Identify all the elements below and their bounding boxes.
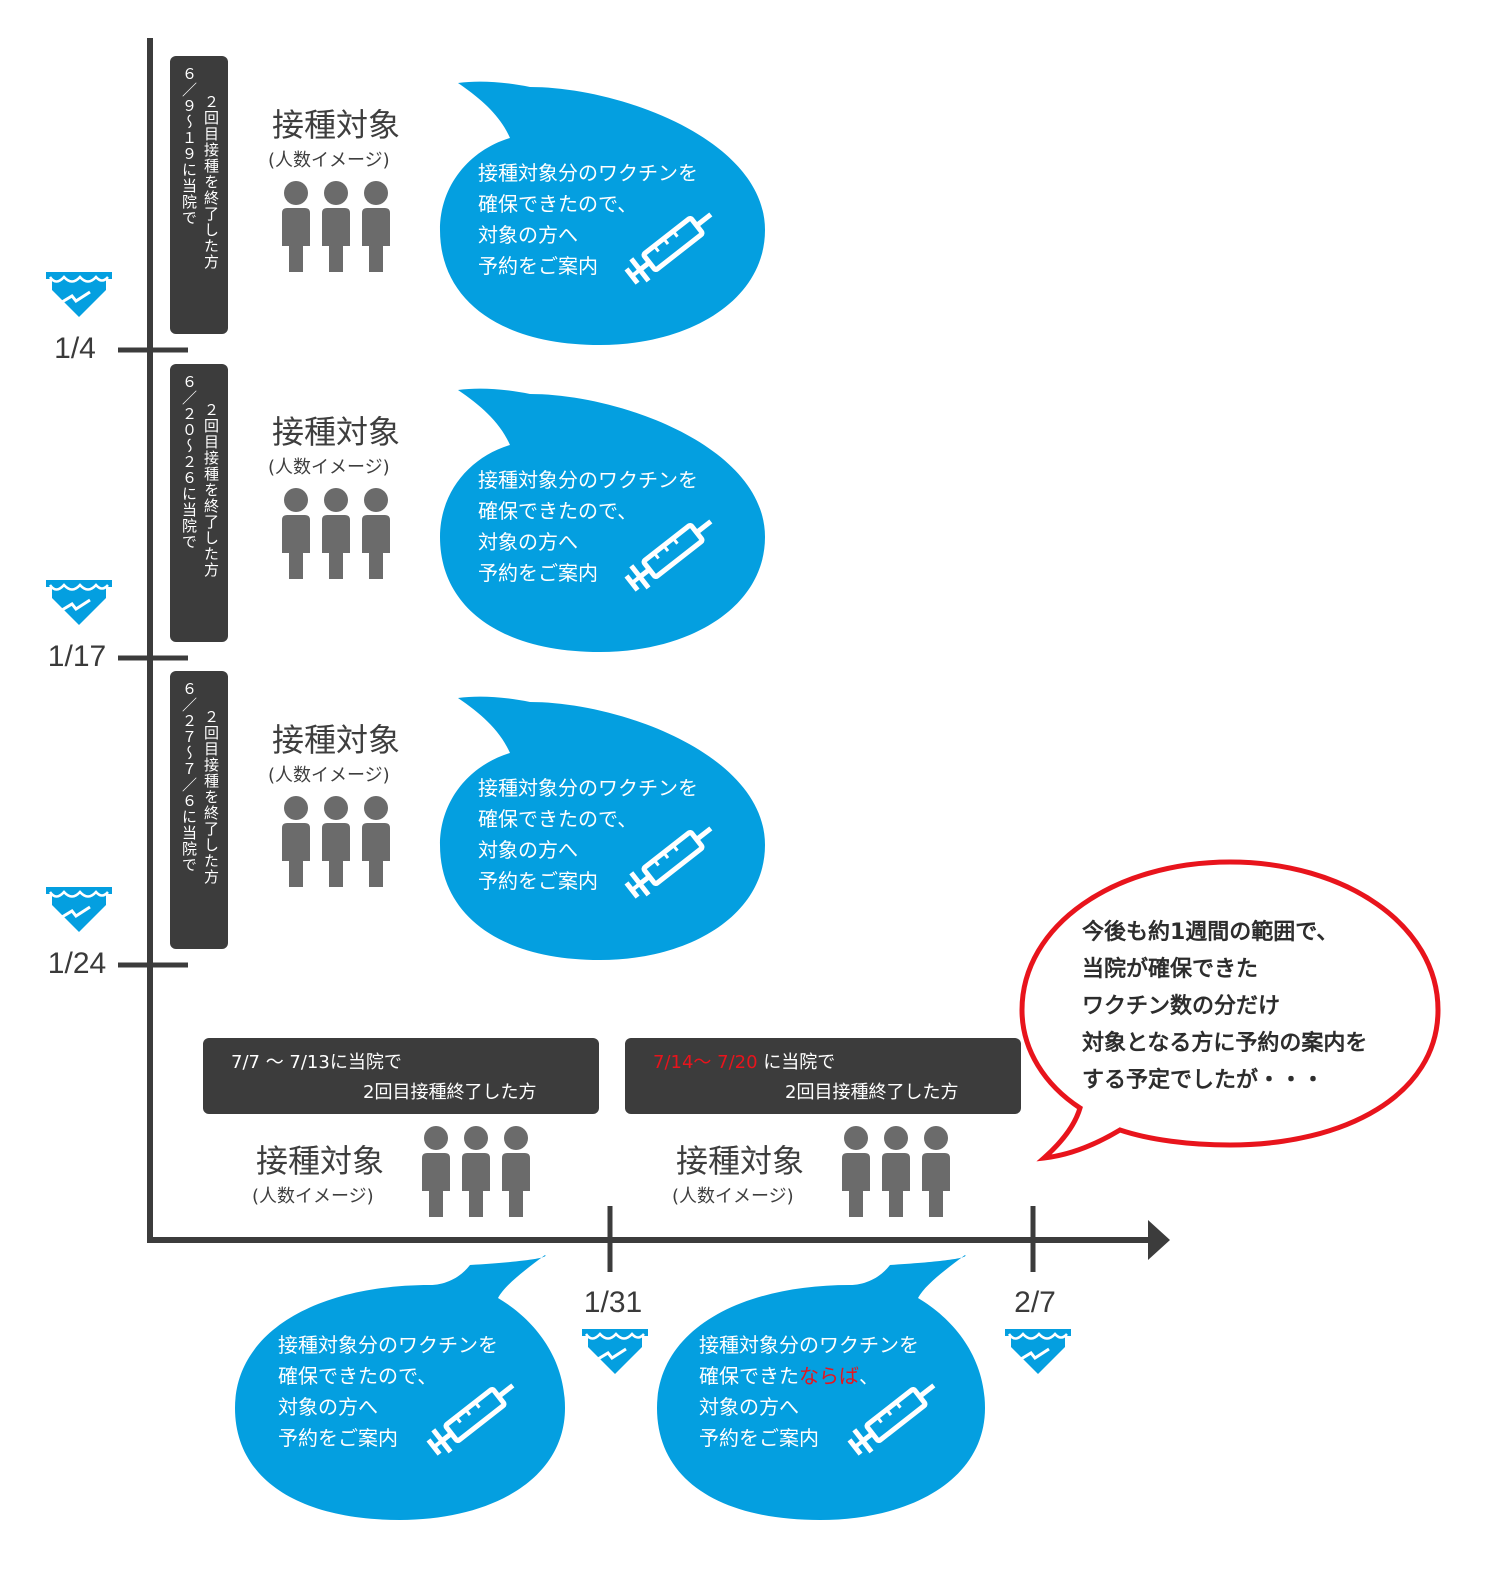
group-label-line-2: 2回目接種終了した方 [363,1082,537,1103]
target-subtitle: (人数イメージ) [268,150,390,171]
bubble-text-2: 接種対象分のワクチンを 確保できたので、 対象の方へ 予約をご案内 [478,468,698,585]
date-label-1-31: 1/31 [583,1286,643,1319]
group-label-line-2: ６／２７～７／６に当院で [180,681,198,873]
date-label-1-24: 1/24 [47,947,107,980]
group-label-line-1: ２回目接種を終了した方 [202,709,220,885]
group-label-line-1: 7/14～ 7/20 に当院で [653,1052,836,1073]
box-stamp-icon [44,885,114,934]
target-title: 接種対象 [256,1142,385,1180]
people-group-5 [842,1126,950,1217]
target-title: 接種対象 [272,106,401,144]
target-subtitle: (人数イメージ) [672,1186,794,1207]
group-label-box-1: ２回目接種を終了した方 ６／９～１９に当院で [170,56,228,334]
person-icon [282,796,310,887]
bubble-text-5: 接種対象分のワクチンを 確保できたならば、 対象の方へ 予約をご案内 [699,1333,919,1450]
box-stamp-icon [44,578,114,627]
box-stamp-icon [44,270,114,319]
person-icon [322,796,350,887]
group-label-line-1: ２回目接種を終了した方 [202,94,220,270]
people-group-4 [422,1126,530,1217]
person-icon [362,488,390,579]
people-group-2 [282,488,390,579]
person-icon [882,1126,910,1217]
box-stamp-icon [1003,1327,1073,1376]
speech-bubble-4 [235,1255,565,1520]
person-icon [842,1126,870,1217]
target-subtitle: (人数イメージ) [268,457,390,478]
person-icon [362,181,390,272]
target-title: 接種対象 [676,1142,805,1180]
target-title: 接種対象 [272,413,401,451]
date-label-1-4: 1/4 [54,332,96,365]
group-label-box-3: ２回目接種を終了した方 ６／２７～７／６に当院で [170,671,228,949]
group-label-line-1: ２回目接種を終了した方 [202,402,220,578]
people-group-1 [282,181,390,272]
person-icon [322,488,350,579]
person-icon [502,1126,530,1217]
note-text: 今後も約1週間の範囲で、 当院が確保できた ワクチン数の分だけ 対象となる方に予… [1082,920,1368,1093]
group-label-line-2: ６／９～１９に当院で [180,66,198,226]
target-subtitle: (人数イメージ) [252,1186,374,1207]
speech-bubble-5 [657,1255,985,1520]
group-label-line-2: ６／２０～２６に当院で [180,374,198,550]
person-icon [282,488,310,579]
date-label-1-17: 1/17 [47,640,107,673]
bubble-text-1: 接種対象分のワクチンを 確保できたので、 対象の方へ 予約をご案内 [478,161,698,278]
bubble-text-3: 接種対象分のワクチンを 確保できたので、 対象の方へ 予約をご案内 [478,776,698,893]
person-icon [422,1126,450,1217]
person-icon [322,181,350,272]
highlighted-conditional: ならば [799,1364,859,1388]
person-icon [922,1126,950,1217]
note-bubble [1019,859,1441,1162]
group-label-line-2: 2回目接種終了した方 [785,1082,959,1103]
x-axis [147,1220,1170,1260]
group-label-box-4: 7/7 ～ 7/13に当院で 2回目接種終了した方 [203,1038,599,1114]
person-icon [282,181,310,272]
target-subtitle: (人数イメージ) [268,765,390,786]
date-label-2-7: 2/7 [1014,1286,1056,1319]
group-label-box-5: 7/14～ 7/20 に当院で 2回目接種終了した方 [625,1038,1021,1114]
target-title: 接種対象 [272,721,401,759]
box-stamp-icon [580,1327,650,1376]
person-icon [462,1126,490,1217]
bubble-text-4: 接種対象分のワクチンを 確保できたので、 対象の方へ 予約をご案内 [278,1333,498,1450]
people-group-3 [282,796,390,887]
highlighted-date-range: 7/14～ 7/20 [653,1052,758,1073]
person-icon [362,796,390,887]
group-label-line-1: 7/7 ～ 7/13に当院で [231,1052,402,1073]
group-label-box-2: ２回目接種を終了した方 ６／２０～２６に当院で [170,364,228,642]
